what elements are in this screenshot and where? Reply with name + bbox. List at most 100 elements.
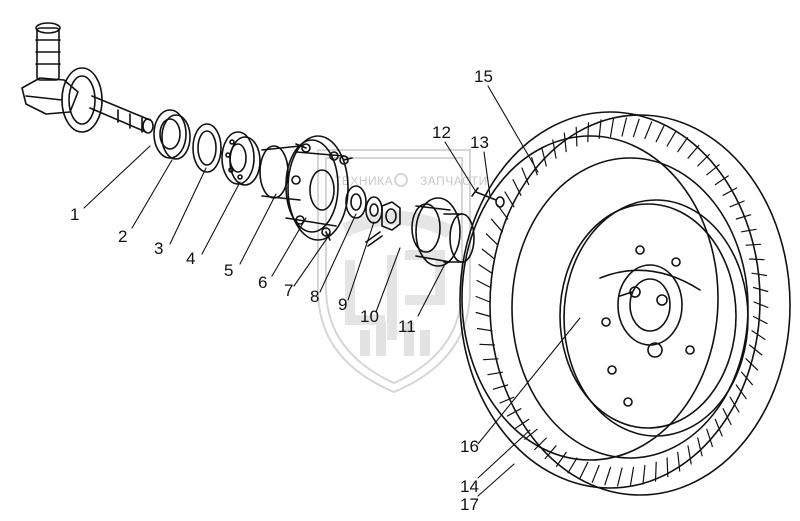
callout-6: 6: [258, 273, 268, 292]
tread-lug: [741, 371, 753, 386]
tread-lug: [642, 464, 646, 485]
tread-lug: [617, 467, 623, 487]
tread-lug: [475, 311, 492, 318]
tread-lug: [479, 343, 496, 346]
tread-lug: [714, 175, 729, 186]
tread-lug: [621, 117, 627, 137]
tread-lug: [629, 466, 635, 487]
tread-lug: [666, 130, 677, 147]
callout-14: 14: [460, 477, 479, 496]
tread-lug: [735, 384, 747, 400]
tread-lug: [598, 119, 602, 140]
leader-lines: [83, 85, 581, 497]
tread-lug: [476, 327, 493, 332]
tread-lug: [487, 371, 503, 376]
plug-screw: [471, 187, 505, 208]
tread-lug: [677, 137, 689, 153]
tread-lug: [735, 214, 752, 220]
tread-lug: [476, 279, 492, 289]
tread-lug: [492, 384, 509, 390]
tread-pattern: [475, 117, 769, 487]
spacer-ring: [192, 123, 222, 173]
tread-lug: [485, 233, 499, 246]
callout-9: 9: [338, 295, 348, 314]
tread-lug: [515, 418, 530, 429]
tread-lug: [751, 330, 766, 340]
tread-lug: [575, 126, 578, 147]
tread-lug: [552, 139, 557, 159]
tread-lug: [677, 451, 681, 472]
tread-lug: [591, 464, 600, 483]
tread-lug: [714, 418, 723, 437]
tread-lug: [506, 408, 522, 417]
callout-7: 7: [284, 281, 294, 300]
callout-1: 1: [70, 205, 80, 224]
tread-lug: [524, 428, 538, 440]
callout-16: 16: [460, 437, 479, 456]
tread-lug: [687, 445, 692, 465]
callout-4: 4: [186, 249, 196, 268]
tread-lug: [541, 147, 547, 167]
tread-lug: [666, 457, 669, 478]
tread-lug: [534, 437, 547, 451]
tread-lug: [632, 118, 640, 138]
tread-lug: [752, 315, 768, 325]
tread-lug: [579, 461, 589, 479]
tread-lug: [644, 121, 653, 140]
tread-lug: [555, 451, 567, 467]
inner-bearing: [221, 131, 261, 186]
callout-5: 5: [224, 261, 234, 280]
tread-lug: [706, 428, 713, 447]
wheel-hub: [259, 135, 353, 241]
tread-lug: [609, 117, 615, 138]
tread-lug: [748, 258, 765, 261]
tread-lug: [745, 358, 759, 371]
tread-lug: [706, 164, 720, 176]
tread-lug: [654, 461, 657, 482]
tread-lug: [741, 228, 757, 233]
tire: [459, 111, 791, 496]
tread-lug: [687, 144, 700, 159]
washer: [365, 196, 383, 224]
oil-seal: [153, 109, 191, 160]
wheel-disc: [559, 199, 749, 437]
callout-17: 17: [460, 495, 479, 514]
tread-lug: [521, 167, 530, 186]
tread-lug: [655, 125, 665, 143]
hub-cap: [411, 197, 475, 267]
callout-2: 2: [118, 227, 128, 246]
tread-lug: [491, 218, 503, 233]
callout-12: 12: [432, 123, 451, 142]
callout-13: 13: [470, 133, 489, 152]
watermark-right-text: ЗАПЧАСТИ: [420, 174, 488, 188]
tread-lug: [504, 191, 515, 208]
tread-lug: [587, 122, 590, 143]
tread-lug: [751, 272, 768, 277]
tread-lug: [729, 200, 745, 208]
tread-lug: [722, 187, 738, 196]
castle-nut: [365, 201, 401, 247]
tread-lug: [753, 301, 769, 309]
tread-lug: [499, 396, 515, 404]
tread-lug: [697, 153, 710, 167]
tread-lug: [563, 132, 567, 153]
tread-lug: [475, 295, 491, 303]
tread-lug: [544, 445, 557, 460]
tread-lug: [697, 437, 703, 457]
tread-lug: [752, 286, 769, 293]
callout-15: 15: [474, 67, 493, 86]
callout-8: 8: [310, 287, 320, 306]
tread-lug: [567, 457, 578, 474]
tread-lug: [481, 248, 496, 260]
callout-11: 11: [398, 317, 416, 336]
steering-knuckle: [21, 22, 154, 134]
tread-lug: [482, 358, 499, 361]
callout-10: 10: [360, 307, 379, 326]
tread-lug: [722, 408, 732, 425]
tread-lug: [745, 243, 762, 246]
tread-lug: [729, 396, 740, 413]
outer-bearing: [345, 185, 367, 219]
tread-lug: [512, 179, 522, 196]
